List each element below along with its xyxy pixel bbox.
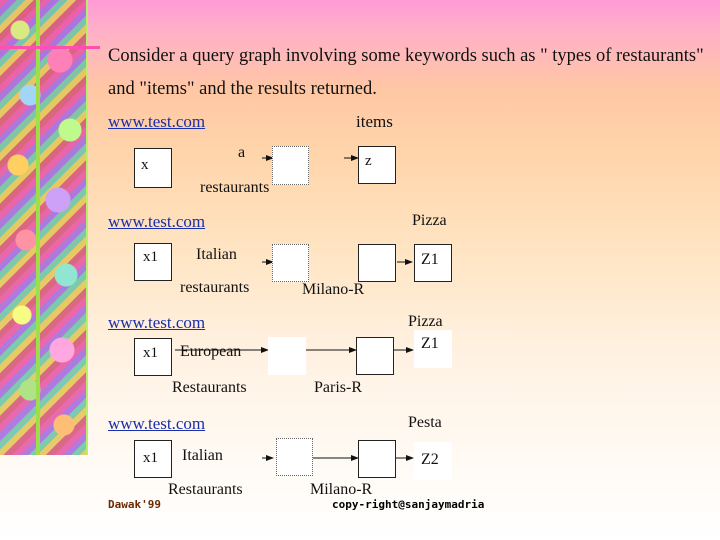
url-link[interactable]: www.test.com — [108, 212, 206, 231]
node-box — [356, 337, 394, 375]
node-box: x1 — [134, 243, 172, 281]
node-box — [276, 438, 313, 476]
node-label: x1 — [143, 345, 158, 361]
node-box: Z2 — [414, 442, 452, 480]
node-label: Z2 — [421, 451, 439, 468]
node-box — [358, 244, 396, 282]
url-link[interactable]: www.test.com — [108, 313, 206, 332]
node-box — [358, 440, 396, 478]
edge-label: Restaurants — [172, 379, 247, 396]
footer-copyright: copy-right@sanjaymadria — [332, 498, 485, 511]
node-box: x — [134, 148, 172, 188]
edge-label: Italian — [196, 246, 237, 263]
intro-text: Consider a query graph involving some ke… — [108, 40, 708, 106]
keyword-label: Pesta — [408, 414, 442, 431]
url-link[interactable]: www.test.com — [108, 112, 206, 131]
edge-label: restaurants — [200, 179, 270, 196]
edge-label: Paris-R — [314, 379, 362, 396]
edge-label: restaurants — [180, 279, 250, 296]
keyword-label: Pizza — [412, 212, 447, 229]
decorative-side-strip — [0, 0, 88, 455]
node-box — [268, 337, 306, 375]
decorative-stripe — [0, 46, 100, 49]
node-label: z — [365, 153, 372, 169]
node-box: Z1 — [414, 244, 452, 282]
url-link[interactable]: www.test.com — [108, 414, 206, 433]
keyword-label: Pizza — [408, 313, 443, 330]
edge-label: Milano-R — [302, 281, 365, 298]
node-box: x1 — [134, 440, 172, 478]
node-box: z — [358, 146, 396, 184]
intro-line-1: Consider a query graph involving some ke… — [108, 46, 704, 66]
node-label: Z1 — [421, 335, 439, 352]
node-box: x1 — [134, 338, 172, 376]
node-box — [272, 244, 309, 282]
footer-conference: Dawak'99 — [108, 498, 161, 511]
node-label: x1 — [143, 249, 158, 265]
edge-label: a — [238, 144, 246, 161]
node-label: x1 — [143, 450, 158, 466]
edge-label: Milano-R — [310, 481, 373, 498]
edge-label: Restaurants — [168, 481, 243, 498]
node-label: Z1 — [421, 251, 439, 268]
node-box — [272, 146, 309, 185]
decorative-line — [86, 0, 88, 455]
edge-label: European — [180, 343, 242, 360]
edge-label: Italian — [182, 447, 223, 464]
keyword-label: items — [356, 112, 393, 131]
node-label: x — [141, 157, 149, 173]
decorative-line — [36, 0, 40, 455]
intro-line-2: and "items" and the results returned. — [108, 79, 377, 99]
node-box: Z1 — [414, 330, 452, 368]
